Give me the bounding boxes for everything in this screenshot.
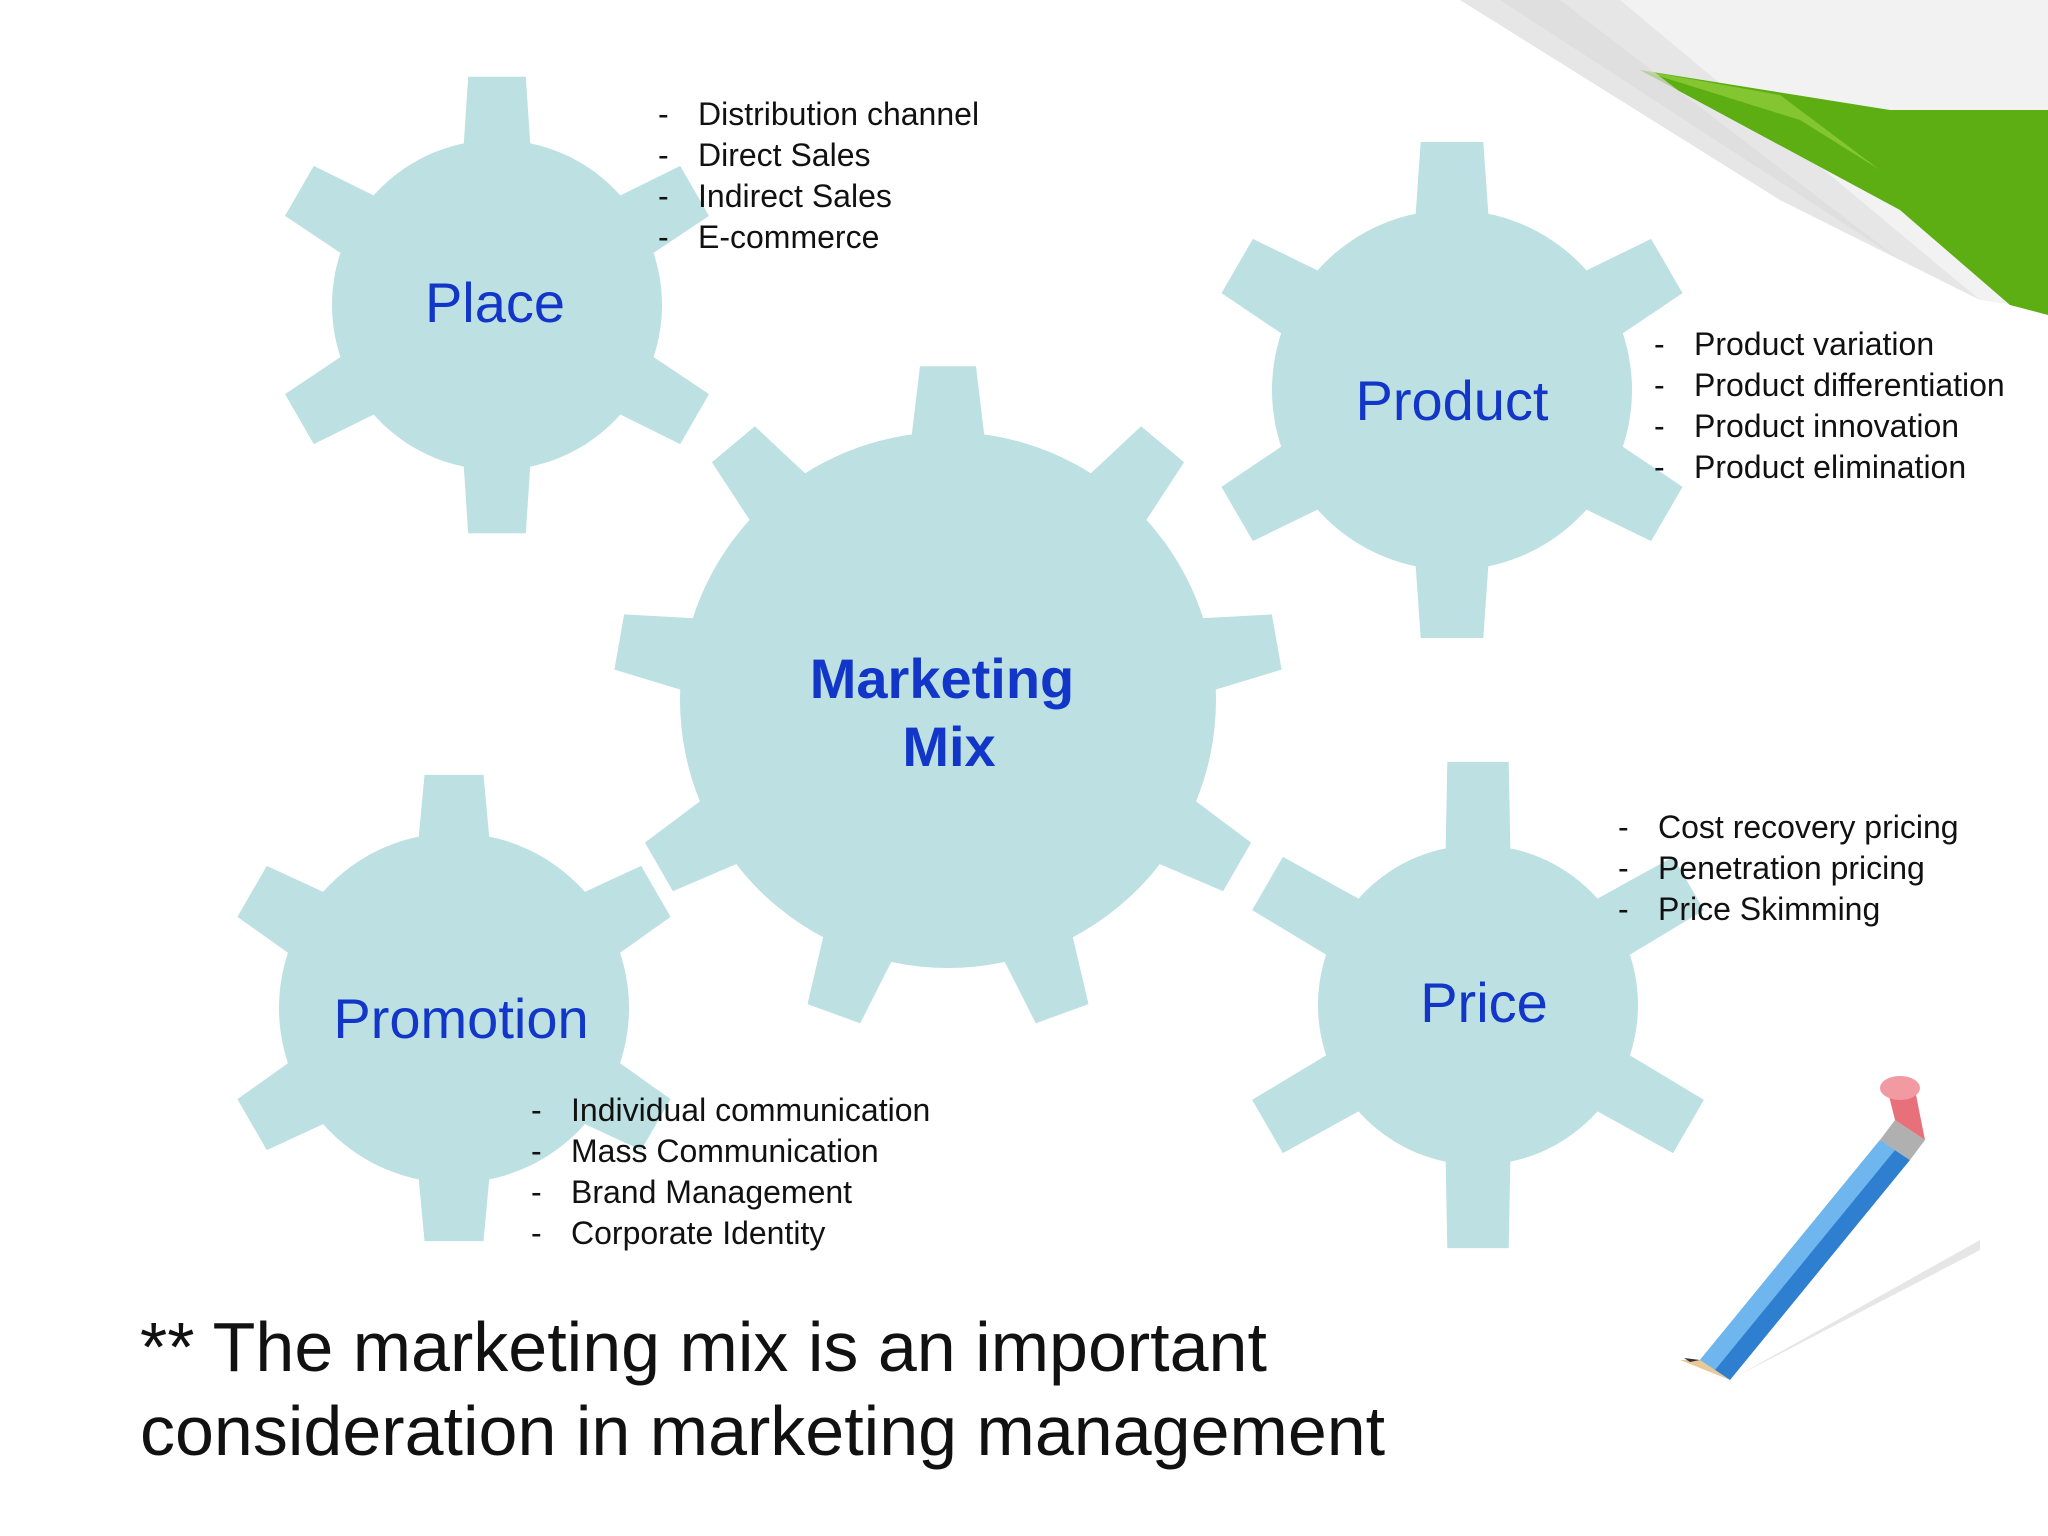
gear-teeth — [1221, 142, 1683, 638]
list-item: -Mass Communication — [531, 1133, 879, 1169]
promotion-item-list: -Individual communication -Mass Communic… — [531, 1090, 930, 1254]
list-item: -Penetration pricing — [1618, 850, 1925, 886]
list-item: -Product elimination — [1654, 449, 1967, 485]
place-item-list: -Distribution channel -Direct Sales -Ind… — [658, 94, 979, 258]
product-item-list: -Product variation -Product differentiat… — [1654, 324, 2005, 488]
gear-product — [1221, 142, 1683, 638]
product-gear-label: Product — [1356, 369, 1549, 432]
center-gear-label-line2: Mix — [902, 715, 995, 778]
list-item: -Product differentiation — [1654, 367, 2005, 403]
gear-promotion — [237, 774, 671, 1242]
place-gear-label: Place — [425, 271, 565, 334]
list-item: -Brand Management — [531, 1174, 853, 1210]
gear-place — [285, 76, 709, 534]
list-item: -E-commerce — [658, 219, 880, 255]
list-item: -Individual communication — [531, 1092, 931, 1128]
list-item: -Price Skimming — [1618, 891, 1881, 927]
price-item-list: -Cost recovery pricing -Penetration pric… — [1618, 807, 1959, 930]
gear-teeth — [1252, 761, 1704, 1249]
promotion-gear-label: Promotion — [333, 987, 588, 1050]
center-gear-label-line1: Marketing — [810, 647, 1075, 710]
list-item: -Product innovation — [1654, 408, 1960, 444]
list-item: -Corporate Identity — [531, 1215, 826, 1251]
list-item: -Product variation — [1654, 326, 1935, 362]
list-item: -Indirect Sales — [658, 178, 892, 214]
gear-teeth — [614, 366, 1282, 1024]
footnote: ** The marketing mix is an important con… — [140, 1308, 1386, 1470]
list-item: -Direct Sales — [658, 137, 871, 173]
price-gear-label: Price — [1420, 971, 1548, 1034]
gear-teeth — [237, 774, 671, 1242]
list-item: -Cost recovery pricing — [1618, 809, 1959, 845]
gear-center — [614, 366, 1282, 1024]
gear-teeth — [285, 76, 709, 534]
gear-price — [1252, 761, 1704, 1249]
list-item: -Distribution channel — [658, 96, 980, 132]
